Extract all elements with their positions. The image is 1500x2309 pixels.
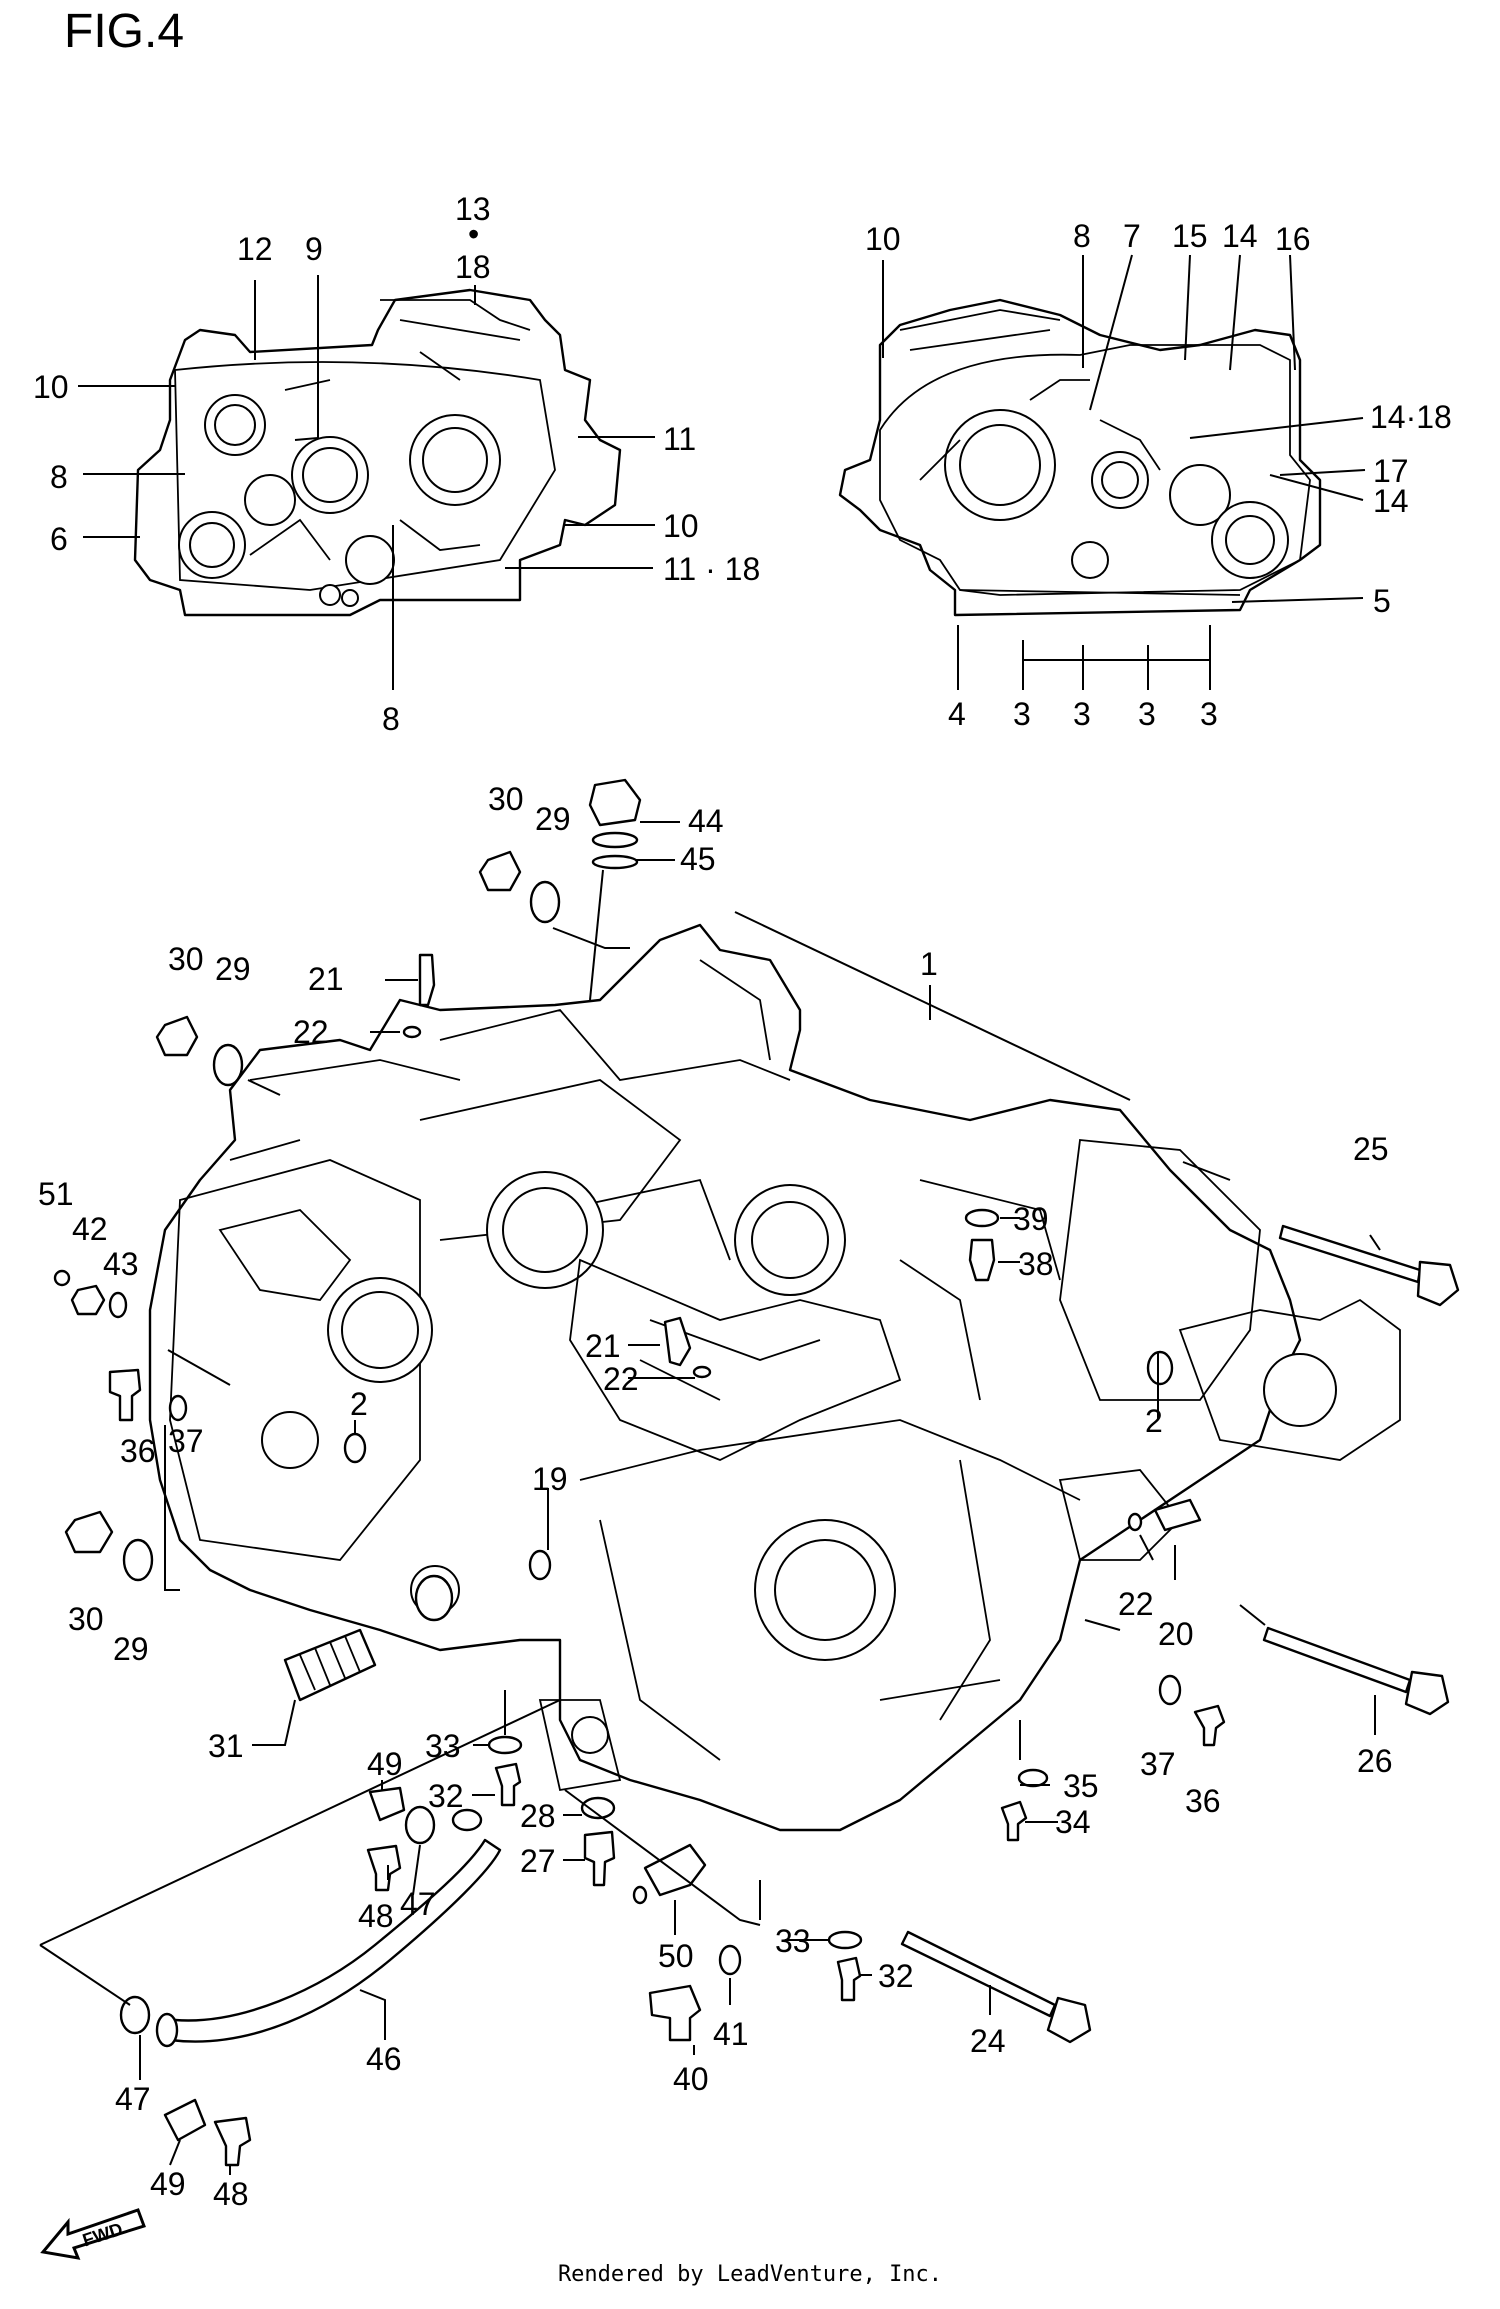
callout-label: 29: [113, 1631, 149, 1667]
callout-label: 27: [520, 1843, 556, 1879]
callout-label: 8: [1073, 218, 1091, 254]
leader-lines: [39, 254, 1381, 2175]
callout-label: 4: [948, 696, 966, 732]
callout-label: 9: [305, 231, 323, 267]
callout-label: 7: [1123, 218, 1141, 254]
callout-label: 2: [1145, 1403, 1163, 1439]
callout-label: 14: [1373, 483, 1409, 519]
callout-label: 45: [680, 841, 716, 877]
callout-label: 11: [663, 421, 696, 457]
callout-label: 16: [1275, 221, 1311, 257]
callout-label: 1: [920, 946, 938, 982]
callout-label: 11 · 18: [663, 551, 760, 587]
callout-bullet: •: [468, 216, 479, 252]
figure-title: FIG.4: [64, 5, 185, 58]
callout-label: 41: [713, 2016, 749, 2052]
callout-label: 29: [215, 951, 251, 987]
callout-label: 38: [1018, 1246, 1054, 1282]
callout-label: 33: [425, 1728, 461, 1764]
callout-label: 49: [150, 2166, 186, 2202]
callout-label: 3: [1013, 696, 1031, 732]
callout-label: 3: [1200, 696, 1218, 732]
callout-label: 6: [50, 521, 68, 557]
callout-label: 43: [103, 1246, 139, 1282]
callout-label: 40: [673, 2061, 709, 2097]
callout-label: 15: [1172, 218, 1208, 254]
callout-label: 21: [585, 1328, 621, 1364]
callout-label: 48: [213, 2176, 249, 2212]
fwd-arrow-icon: FWD: [40, 2208, 146, 2260]
callout-label: 36: [120, 1433, 156, 1469]
callout-label: 10: [33, 369, 69, 405]
callout-labels: 13 • 18 12 9 10 11 8 10 6 11 · 18 8 10 8…: [33, 191, 1452, 2212]
callout-label: 36: [1185, 1783, 1221, 1819]
callout-label: 35: [1063, 1768, 1099, 1804]
callout-label: 3: [1073, 696, 1091, 732]
callout-label: 30: [68, 1601, 104, 1637]
callout-label: 34: [1055, 1804, 1091, 1840]
callout-label: 30: [488, 781, 524, 817]
callout-label: 44: [688, 803, 724, 839]
callout-label: 29: [535, 801, 571, 837]
fwd-label: FWD: [80, 2219, 125, 2251]
callout-label: 39: [1013, 1201, 1049, 1237]
callout-label: 50: [658, 1938, 694, 1974]
callout-label: 48: [358, 1898, 394, 1934]
callout-label: 46: [366, 2041, 402, 2077]
callout-label: 17: [1373, 453, 1409, 489]
callout-label: 37: [168, 1423, 204, 1459]
footer-credit: Rendered by LeadVenture, Inc.: [557, 2262, 943, 2287]
callout-label: 21: [308, 961, 344, 997]
callout-label: 37: [1140, 1746, 1176, 1782]
right-crankcase-half: [838, 298, 1322, 617]
callout-label: 22: [1118, 1586, 1154, 1622]
callout-label: 25: [1353, 1131, 1389, 1167]
callout-label: 8: [382, 701, 400, 737]
callout-label: 5: [1373, 583, 1391, 619]
callout-label: 28: [520, 1798, 556, 1834]
callout-label: 33: [775, 1923, 811, 1959]
callout-label: 19: [532, 1461, 568, 1497]
callout-label: 26: [1357, 1743, 1393, 1779]
callout-label: 31: [208, 1728, 244, 1764]
callout-label: 14·18: [1370, 399, 1452, 435]
callout-label: 49: [367, 1746, 403, 1782]
callout-label: 22: [293, 1014, 329, 1050]
left-crankcase-half: [133, 288, 622, 617]
callout-label: 24: [970, 2023, 1006, 2059]
callout-label: 18: [455, 249, 491, 285]
callout-label: 8: [50, 459, 68, 495]
callout-label: 14: [1222, 218, 1258, 254]
callout-label: 3: [1138, 696, 1156, 732]
callout-label: 10: [663, 508, 699, 544]
callout-label: 12: [237, 231, 273, 267]
callout-label: 30: [168, 941, 204, 977]
callout-label: 2: [350, 1386, 368, 1422]
callout-label: 32: [878, 1958, 914, 1994]
callout-label: 51: [38, 1176, 74, 1212]
callout-label: 13: [455, 191, 491, 227]
callout-label: 10: [865, 221, 901, 257]
callout-label: 47: [400, 1886, 436, 1922]
callout-label: 47: [115, 2081, 151, 2117]
callout-label: 32: [428, 1778, 464, 1814]
callout-label: 42: [72, 1211, 108, 1247]
small-parts: [53, 778, 1460, 2167]
crankcase-assembly: [148, 923, 1401, 1832]
callout-label: 22: [603, 1361, 639, 1397]
callout-label: 20: [1158, 1616, 1194, 1652]
